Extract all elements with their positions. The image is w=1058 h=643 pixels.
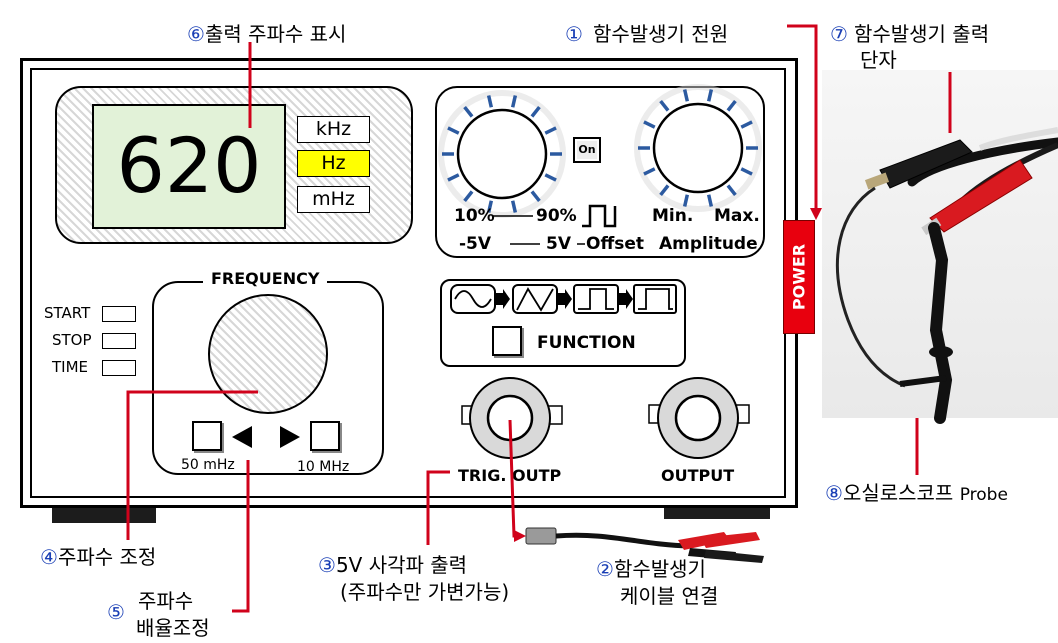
- timer-start-button[interactable]: [102, 306, 136, 322]
- timer-stop-button[interactable]: [102, 333, 136, 349]
- range-up-button[interactable]: [310, 421, 340, 451]
- annotation-2-number: ②: [596, 557, 614, 581]
- annotation-7-number: ⑦: [830, 22, 848, 46]
- unit-hz: Hz: [297, 150, 370, 177]
- timer-time-label: TIME: [52, 358, 88, 376]
- frequency-title: FREQUENCY: [203, 269, 327, 288]
- unit-khz: kHz: [297, 116, 370, 143]
- annotation-1-number: ①: [565, 22, 583, 46]
- annotation-5-number: ⑤: [107, 600, 125, 624]
- annotation-2: ②함수발생기: [596, 553, 706, 582]
- timer-start-label: START: [44, 304, 90, 322]
- annotation-8-number: ⑧: [825, 481, 843, 505]
- probe-photo-background: [822, 70, 1058, 418]
- annotation-2-line1: 함수발생기: [614, 557, 706, 581]
- knob-panel: [435, 86, 765, 258]
- annotation-7-line1: 함수발생기 출력: [854, 22, 989, 46]
- offset-high-label: 5V: [546, 234, 571, 254]
- annotation-4-number: ④: [40, 545, 58, 569]
- range-down-button[interactable]: [192, 421, 222, 451]
- power-label: POWER: [790, 244, 809, 310]
- frequency-min-label: 50 mHz: [181, 457, 235, 473]
- annotation-1: ① 함수발생기 전원: [565, 18, 728, 47]
- unit-mhz: mHz: [297, 186, 370, 213]
- offset-low-label: -5V: [459, 234, 491, 254]
- offset-label: Offset: [586, 234, 644, 254]
- annotation-3-line2: (주파수만 가변가능): [340, 576, 509, 605]
- function-panel: [440, 279, 686, 367]
- duty-low-label: 10%: [454, 206, 495, 226]
- timer-time-button[interactable]: [102, 360, 136, 376]
- amplitude-min-label: Min.: [652, 206, 693, 226]
- annotation-7-line2: 단자: [860, 44, 897, 73]
- annotation-4-text: 주파수 조정: [58, 545, 156, 569]
- power-button[interactable]: POWER: [783, 220, 815, 334]
- annotation-1-text: 함수발생기 전원: [593, 22, 728, 46]
- annotation-3-number: ③: [318, 553, 336, 577]
- timer-stop-label: STOP: [52, 331, 92, 349]
- annotation-6: ⑥출력 주파수 표시: [187, 18, 346, 47]
- annotation-8-text: 오실로스코프: [843, 481, 953, 505]
- frequency-display-value: 620: [92, 118, 286, 214]
- output-label: OUTPUT: [661, 466, 734, 485]
- annotation-6-text: 출력 주파수 표시: [205, 22, 347, 46]
- function-label: FUNCTION: [537, 333, 636, 353]
- annotation-8: ⑧오실로스코프 Probe: [825, 477, 1008, 506]
- bnc-plug-icon: [526, 528, 556, 544]
- function-button[interactable]: [492, 326, 522, 356]
- annotation-2-line2: 케이블 연결: [620, 580, 718, 609]
- annotation-6-number: ⑥: [187, 22, 205, 46]
- on-button[interactable]: On: [573, 137, 601, 163]
- frequency-max-label: 10 MHz: [297, 459, 349, 475]
- annotation-7: ⑦함수발생기 출력: [830, 18, 989, 47]
- annotation-5-line2: 배율조정: [136, 612, 210, 641]
- amplitude-max-label: Max.: [714, 206, 760, 226]
- duty-high-label: 90%: [536, 206, 577, 226]
- annotation-8-suffix: Probe: [960, 485, 1008, 505]
- annotation-3: ③5V 사각파 출력: [318, 549, 467, 578]
- annotation-5-line1: 주파수: [138, 585, 193, 614]
- annotation-4: ④주파수 조정: [40, 541, 156, 570]
- amplitude-label: Amplitude: [659, 234, 758, 254]
- annotation-3-line1: 5V 사각파 출력: [336, 553, 467, 577]
- trig-output-label: TRIG. OUTP: [458, 466, 561, 485]
- frequency-knob[interactable]: [208, 294, 328, 414]
